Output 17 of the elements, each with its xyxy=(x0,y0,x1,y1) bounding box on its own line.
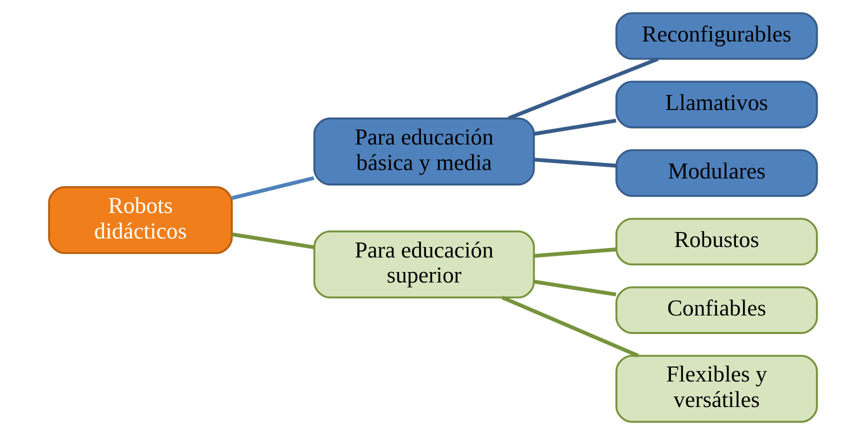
node-box: Para educación básica y media xyxy=(313,118,535,186)
connector xyxy=(502,296,639,358)
node-box: Reconfigurables xyxy=(615,12,818,60)
connector xyxy=(232,232,314,250)
node-box: Robots didácticos xyxy=(48,186,233,254)
node-box: Flexibles y versátiles xyxy=(615,354,818,423)
node-box: Modulares xyxy=(615,149,818,197)
connector xyxy=(534,158,616,168)
node-box: Para educación superior xyxy=(313,230,535,298)
connector xyxy=(534,280,616,296)
connector xyxy=(232,176,314,200)
connector xyxy=(534,118,616,136)
node-box: Llamativos xyxy=(615,80,818,128)
connector xyxy=(534,248,616,258)
connector xyxy=(508,57,659,120)
node-box: Robustos xyxy=(615,218,818,266)
node-box: Confiables xyxy=(615,286,818,334)
